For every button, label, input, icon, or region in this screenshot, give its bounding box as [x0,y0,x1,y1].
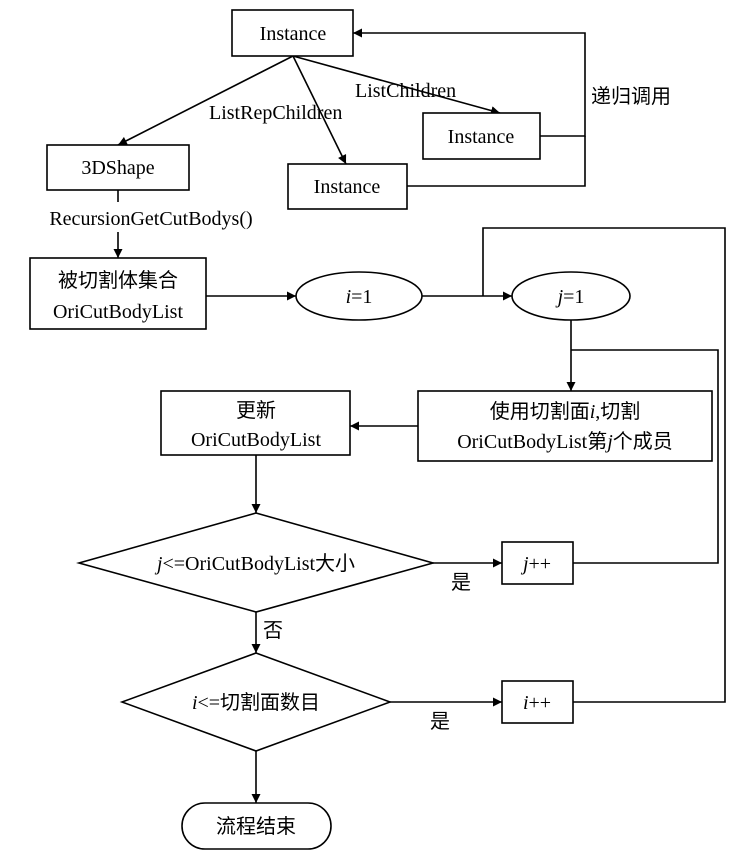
node-instance-right: Instance [422,112,541,160]
label-list-rep-children: ListRepChildren [209,102,342,124]
node-cutbody-set: 被切割体集合 OriCutBodyList [29,257,207,330]
node-update: 更新 OriCutBodyList [160,390,351,456]
edge-instance-to-instance-mid [292,55,347,165]
node-i-inc-rest: ++ [529,692,552,714]
node-i-inc: i++ [501,680,574,724]
node-j-init-label: j=1 [555,286,585,308]
edge-instance-to-instance-right [292,55,501,115]
edge-labels: ListChildren ListRepChildren 递归调用 Recurs… [49,80,671,733]
node-cond-j-label: j<=OriCutBodyList大小 [154,552,355,575]
label-yes-i: 是 [430,711,450,733]
node-j-inc-var: j [520,553,529,575]
node-cond-i-rest: <=切割面数目 [198,691,321,714]
node-cut-action-line2-post: 个成员 [613,430,673,453]
node-j-init: j=1 [511,271,631,321]
label-recursion-get-cut-bodys: RecursionGetCutBodys() [49,208,252,230]
node-instance-mid: Instance [287,163,408,210]
node-j-inc-rest: ++ [529,553,552,575]
node-cond-i-label: i<=切割面数目 [192,691,320,714]
node-cutbody-set-line1: 被切割体集合 [58,269,178,292]
node-3dshape-label: 3DShape [81,157,154,179]
edge-instance-to-3dshape [117,55,294,146]
edge-recursion-right [353,28,586,137]
node-cut-action-line2: OriCutBodyList第j个成员 [457,430,673,453]
label-no-j: 否 [263,620,283,642]
node-3dshape: 3DShape [46,144,190,191]
edge-i-inc-loop [482,227,726,703]
node-cut-action-line2-var: j [604,431,613,453]
node-cond-i-var: i [192,692,198,714]
node-i-init: i=1 [295,271,423,321]
node-update-line1: 更新 [236,399,276,422]
node-cut-action-line2-pre: OriCutBodyList第 [457,430,607,453]
node-instance-right-label: Instance [448,126,515,148]
node-i-init-var: i [346,286,352,308]
label-recursive-call: 递归调用 [591,85,671,108]
node-instance-mid-label: Instance [314,176,381,198]
node-cut-action-line1-post: ,切割 [595,400,640,423]
node-cond-j-var: j [154,553,163,575]
node-cutbody-set-line2: OriCutBodyList [53,301,183,323]
node-i-inc-label: i++ [523,692,551,714]
edge-recursion-mid [407,136,586,187]
label-yes-j: 是 [451,572,471,594]
node-cut-action-line1-pre: 使用切割面 [490,400,590,423]
node-instance-top-label: Instance [260,23,327,45]
node-cut-action-line1: 使用切割面i,切割 [490,400,641,423]
node-instance-top: Instance [231,9,354,57]
node-end-label: 流程结束 [216,815,296,838]
node-update-line2: OriCutBodyList [191,429,321,451]
node-j-init-rest: =1 [563,286,584,308]
node-i-init-rest: =1 [351,286,372,308]
node-i-init-label: i=1 [346,286,373,308]
node-end: 流程结束 [181,802,332,850]
edges [113,28,726,803]
node-j-inc: j++ [501,541,574,585]
label-list-children: ListChildren [355,80,456,102]
edge-j-inc-loop [571,349,719,564]
node-cut-action-line1-var: i [590,401,596,423]
node-cond-j-rest: <=OriCutBodyList大小 [162,552,355,575]
node-cond-i: i<=切割面数目 [119,652,393,752]
node-j-init-var: j [555,286,564,308]
node-j-inc-label: j++ [520,553,551,575]
node-i-inc-var: i [523,692,529,714]
node-cond-j: j<=OriCutBodyList大小 [76,512,436,613]
node-cut-action: 使用切割面i,切割 OriCutBodyList第j个成员 [417,390,713,462]
